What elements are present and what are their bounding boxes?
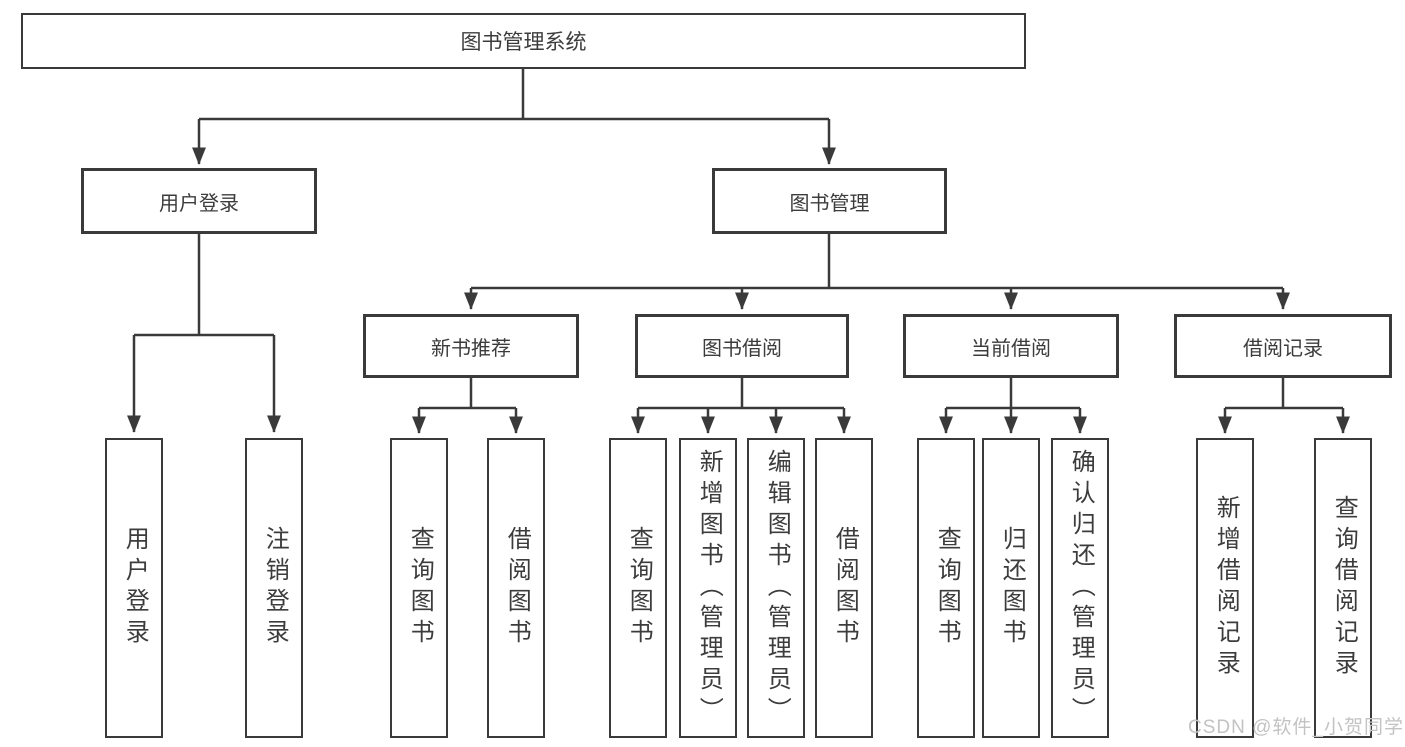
- leaf-borrow-books: 借阅图书: [815, 438, 873, 738]
- leaf-label: 用户登录: [121, 526, 149, 650]
- leaf-label: 查询图书: [406, 526, 434, 650]
- node-label: 图书管理: [789, 192, 870, 215]
- leaf-label: 查询图书: [933, 526, 961, 650]
- connector-borrow-records-bar: [1225, 378, 1343, 410]
- leaf-add-books-admin: 新增图书（管理员）: [679, 438, 737, 738]
- leaf-label: 借阅图书: [831, 526, 859, 650]
- csdn-watermark: CSDN @软件_小贺同学: [1188, 717, 1404, 738]
- connector-root-bar: [199, 69, 829, 121]
- leaf-add-borrow-record: 新增借阅记录: [1196, 438, 1254, 738]
- node-book-management-branch: 图书管理: [712, 168, 947, 234]
- leaf-query-books-borrow: 查询图书: [609, 438, 667, 738]
- node-label: 用户登录: [159, 192, 239, 215]
- connector-book-borrow-bar: [638, 378, 844, 410]
- node-label: 新书推荐: [431, 337, 511, 360]
- node-label: 图书借阅: [702, 337, 782, 360]
- node-label: 图书管理系统: [460, 31, 587, 54]
- connector-new-book-rec-bar: [419, 378, 516, 410]
- leaf-edit-books-admin: 编辑图书（管理员）: [747, 438, 805, 738]
- node-user-login-branch: 用户登录: [81, 168, 317, 234]
- node-label: 借阅记录: [1243, 337, 1323, 360]
- leaf-return-books: 归还图书: [982, 438, 1040, 738]
- leaf-label: 新增图书（管理员）: [695, 448, 723, 728]
- node-book-borrowing: 图书借阅: [635, 314, 849, 378]
- leaf-label: 借阅图书: [503, 526, 531, 650]
- leaf-logout: 注销登录: [245, 438, 303, 738]
- node-library-management-system: 图书管理系统: [21, 13, 1026, 69]
- leaf-borrow-books-rec: 借阅图书: [487, 438, 545, 738]
- node-label: 当前借阅: [971, 337, 1051, 360]
- leaf-label: 归还图书: [998, 526, 1026, 650]
- connector-user-login-bar: [134, 234, 274, 337]
- leaf-confirm-return-admin: 确认归还（管理员）: [1051, 438, 1109, 738]
- leaf-query-books-rec: 查询图书: [390, 438, 448, 738]
- leaf-query-borrow-record: 查询借阅记录: [1314, 438, 1372, 738]
- connector-current-borrow-bar: [946, 378, 1080, 410]
- node-current-borrowing: 当前借阅: [903, 314, 1119, 378]
- leaf-label: 查询图书: [625, 526, 653, 650]
- leaf-label: 确认归还（管理员）: [1067, 448, 1095, 728]
- leaf-query-books-current: 查询图书: [917, 438, 975, 738]
- leaf-user-login: 用户登录: [105, 438, 163, 738]
- node-new-book-recommendation: 新书推荐: [363, 314, 579, 378]
- connector-book-management-bar: [471, 234, 1283, 290]
- leaf-label: 新增借阅记录: [1212, 495, 1240, 681]
- leaf-label: 查询借阅记录: [1330, 495, 1358, 681]
- leaf-label: 编辑图书（管理员）: [763, 448, 791, 728]
- node-borrowing-records: 借阅记录: [1174, 314, 1392, 378]
- leaf-label: 注销登录: [261, 526, 289, 650]
